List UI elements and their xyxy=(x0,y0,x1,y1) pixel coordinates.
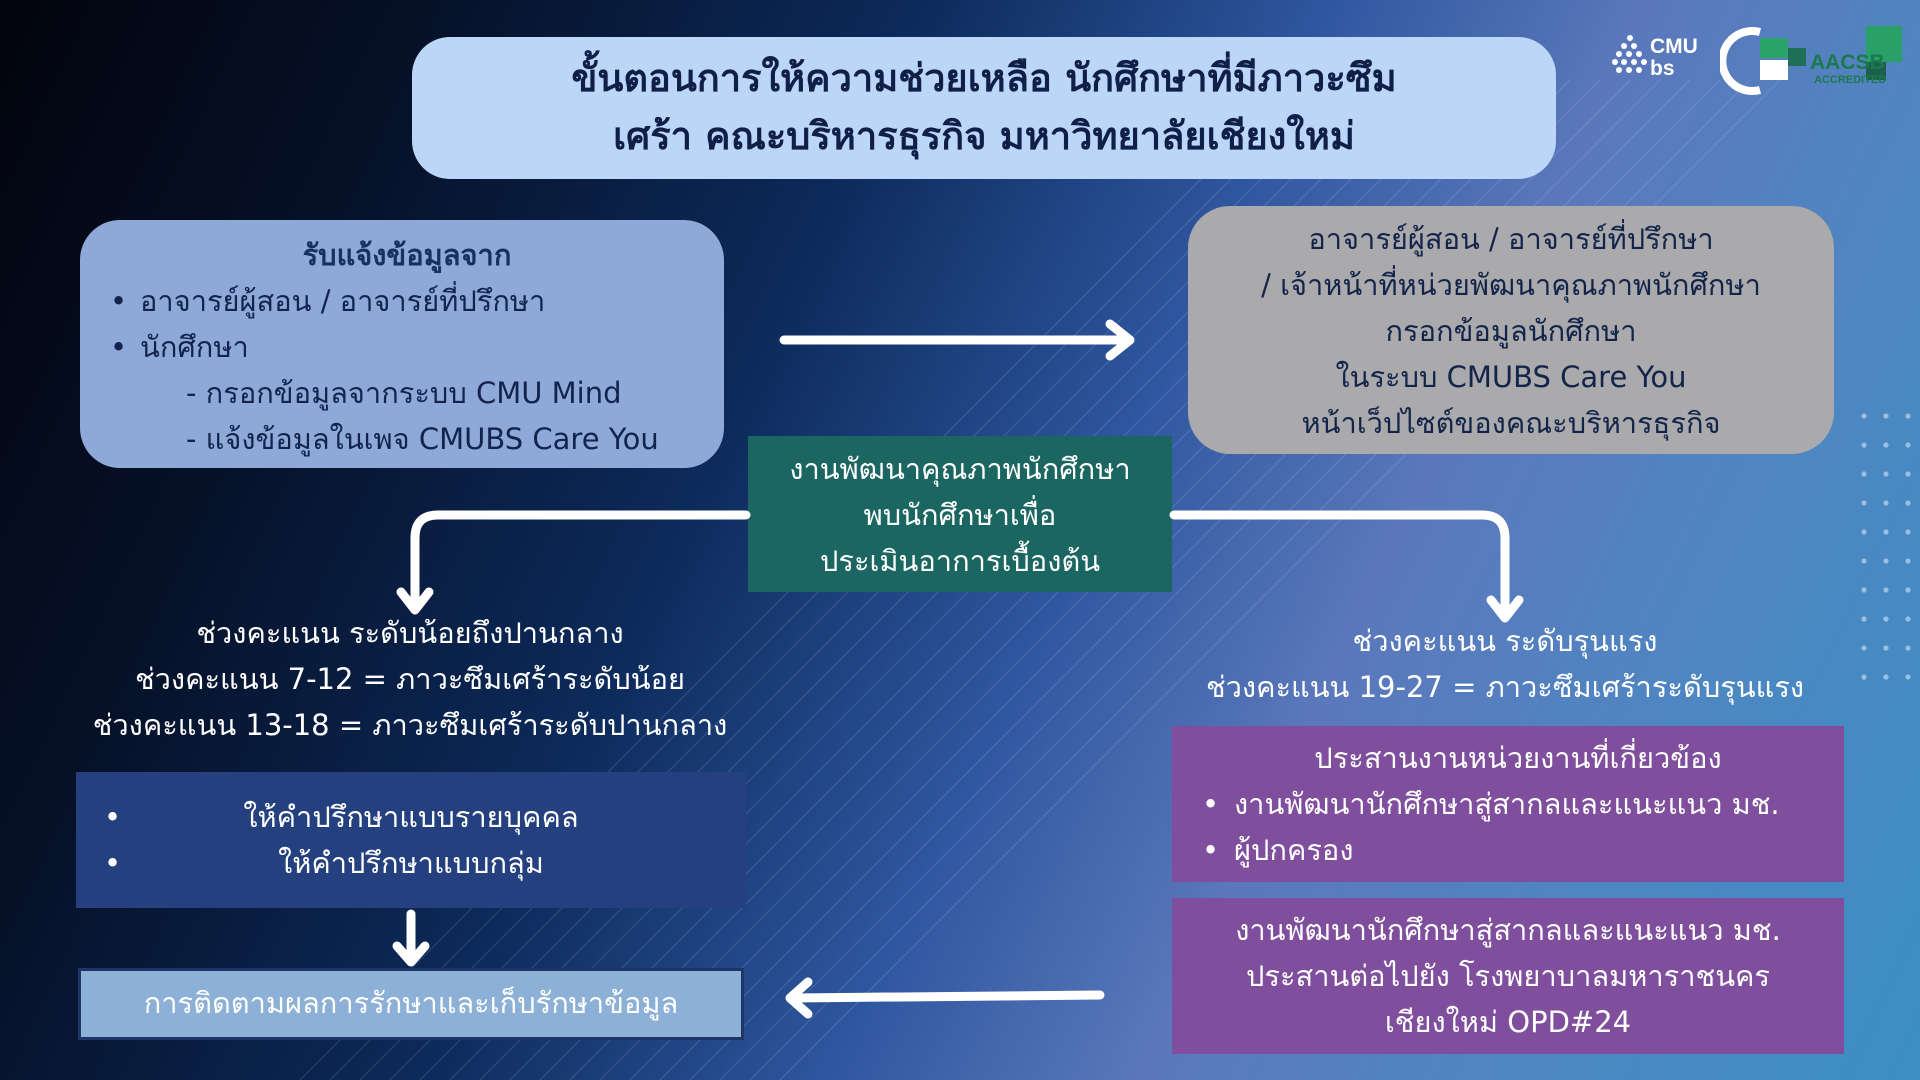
assessment-line: พบนักศึกษาเพื่อ xyxy=(863,498,1057,532)
mild-moderate-score-text: ช่วงคะแนน ระดับน้อยถึงปานกลาง ช่วงคะแนน … xyxy=(60,610,760,750)
arrow-down-left-icon xyxy=(396,510,751,615)
arrow-left-icon xyxy=(785,977,1105,1019)
bullet-dot: • xyxy=(104,800,122,834)
cmubs-logo-text: CMU bs xyxy=(1650,35,1698,80)
assessment-line: งานพัฒนาคุณภาพนักศึกษา xyxy=(789,452,1131,486)
arrow-right-icon xyxy=(779,319,1135,361)
mild-line: ช่วงคะแนน 13-18 = ภาวะซึมเศร้าระดับปานกล… xyxy=(92,708,728,742)
coordination-box: ประสานงานหน่วยงานที่เกี่ยวข้อง งานพัฒนาน… xyxy=(1172,726,1844,882)
cmubs-logo-mark-icon xyxy=(1612,35,1647,73)
logo-area: CMU bs AACSB ACCREDITED xyxy=(1600,24,1906,98)
intake-sub-cmu-mind: - กรอกข้อมูลจากระบบ CMU Mind xyxy=(186,376,622,410)
followup-box: การติดตามผลการรักษาและเก็บรักษาข้อมูล xyxy=(78,968,744,1040)
counseling-box: • ให้คำปรึกษาแบบรายบุคคล • ให้คำปรึกษาแบ… xyxy=(76,772,746,908)
intake-bullet-teacher: อาจารย์ผู้สอน / อาจารย์ที่ปรึกษา xyxy=(110,278,704,324)
coordination-heading: ประสานงานหน่วยงานที่เกี่ยวข้อง xyxy=(1314,741,1722,775)
assessment-line: ประเมินอาการเบื้องต้น xyxy=(819,544,1101,578)
severe-line: ช่วงคะแนน 19-27 = ภาวะซึมเศร้าระดับรุนแร… xyxy=(1205,670,1805,704)
initial-assessment-box: งานพัฒนาคุณภาพนักศึกษา พบนักศึกษาเพื่อ ป… xyxy=(748,436,1172,592)
data-entry-line: อาจารย์ผู้สอน / อาจารย์ที่ปรึกษา xyxy=(1308,222,1714,256)
data-entry-line: หน้าเว็ปไซต์ของคณะบริหารธุรกิจ xyxy=(1301,406,1721,440)
followup-label: การติดตามผลการรักษาและเก็บรักษาข้อมูล xyxy=(143,986,679,1020)
aacsb-logo: AACSB ACCREDITED xyxy=(1718,24,1906,98)
mild-line: ช่วงคะแนน ระดับน้อยถึงปานกลาง xyxy=(196,616,624,650)
page-title: ขั้นตอนการให้ความช่วยเหลือ นักศึกษาที่มี… xyxy=(412,37,1556,179)
intake-sources-box: รับแจ้งข้อมูลจาก อาจารย์ผู้สอน / อาจารย์… xyxy=(80,220,724,468)
counseling-item-label: ให้คำปรึกษาแบบรายบุคคล xyxy=(243,800,579,834)
counseling-item-individual: • ให้คำปรึกษาแบบรายบุคคล xyxy=(76,794,746,840)
intake-sub-care-you-page: - แจ้งข้อมูลในเพจ CMUBS Care You xyxy=(186,422,659,456)
intake-heading: รับแจ้งข้อมูลจาก xyxy=(302,238,512,272)
data-entry-line: กรอกข้อมูลนักศึกษา xyxy=(1385,314,1637,348)
bullet-dot: • xyxy=(104,846,122,880)
hospital-referral-box: งานพัฒนานักศึกษาสู่สากลและแนะแนว มช. ประ… xyxy=(1172,898,1844,1054)
coordination-bullet-parents: ผู้ปกครอง xyxy=(1202,827,1834,873)
referral-line: งานพัฒนานักศึกษาสู่สากลและแนะแนว มช. xyxy=(1235,913,1781,947)
referral-line: เชียงใหม่ OPD#24 xyxy=(1384,1005,1632,1039)
arrow-down-icon xyxy=(392,909,430,967)
aacsb-logo-text: AACSB xyxy=(1810,51,1885,74)
aacsb-logo-mark-icon xyxy=(1718,26,1902,95)
aacsb-logo-subtext: ACCREDITED xyxy=(1814,74,1887,86)
data-entry-line: ในระบบ CMUBS Care You xyxy=(1335,360,1687,394)
referral-line: ประสานต่อไปยัง โรงพยาบาลมหาราชนคร xyxy=(1245,959,1770,993)
dot-grid-decoration xyxy=(1861,413,1911,680)
severe-score-text: ช่วงคะแนน ระดับรุนแรง ช่วงคะแนน 19-27 = … xyxy=(1170,618,1840,718)
data-entry-box: อาจารย์ผู้สอน / อาจารย์ที่ปรึกษา / เจ้าห… xyxy=(1188,206,1834,454)
counseling-item-group: • ให้คำปรึกษาแบบกลุ่ม xyxy=(76,840,746,886)
arrow-down-right-icon xyxy=(1169,510,1524,623)
mild-line: ช่วงคะแนน 7-12 = ภาวะซึมเศร้าระดับน้อย xyxy=(134,662,686,696)
cmubs-logo: CMU bs xyxy=(1610,28,1706,92)
intake-bullet-student: นักศึกษา xyxy=(110,324,704,370)
coordination-bullet-guidance: งานพัฒนานักศึกษาสู่สากลและแนะแนว มช. xyxy=(1202,781,1834,827)
data-entry-line: / เจ้าหน้าที่หน่วยพัฒนาคุณภาพนักศึกษา xyxy=(1261,268,1761,302)
title-line-1: ขั้นตอนการให้ความช่วยเหลือ นักศึกษาที่มี… xyxy=(571,56,1397,100)
title-line-2: เศร้า คณะบริหารธุรกิจ มหาวิทยาลัยเชียงให… xyxy=(613,114,1355,158)
severe-line: ช่วงคะแนน ระดับรุนแรง xyxy=(1352,624,1658,658)
counseling-item-label: ให้คำปรึกษาแบบกลุ่ม xyxy=(278,846,544,880)
